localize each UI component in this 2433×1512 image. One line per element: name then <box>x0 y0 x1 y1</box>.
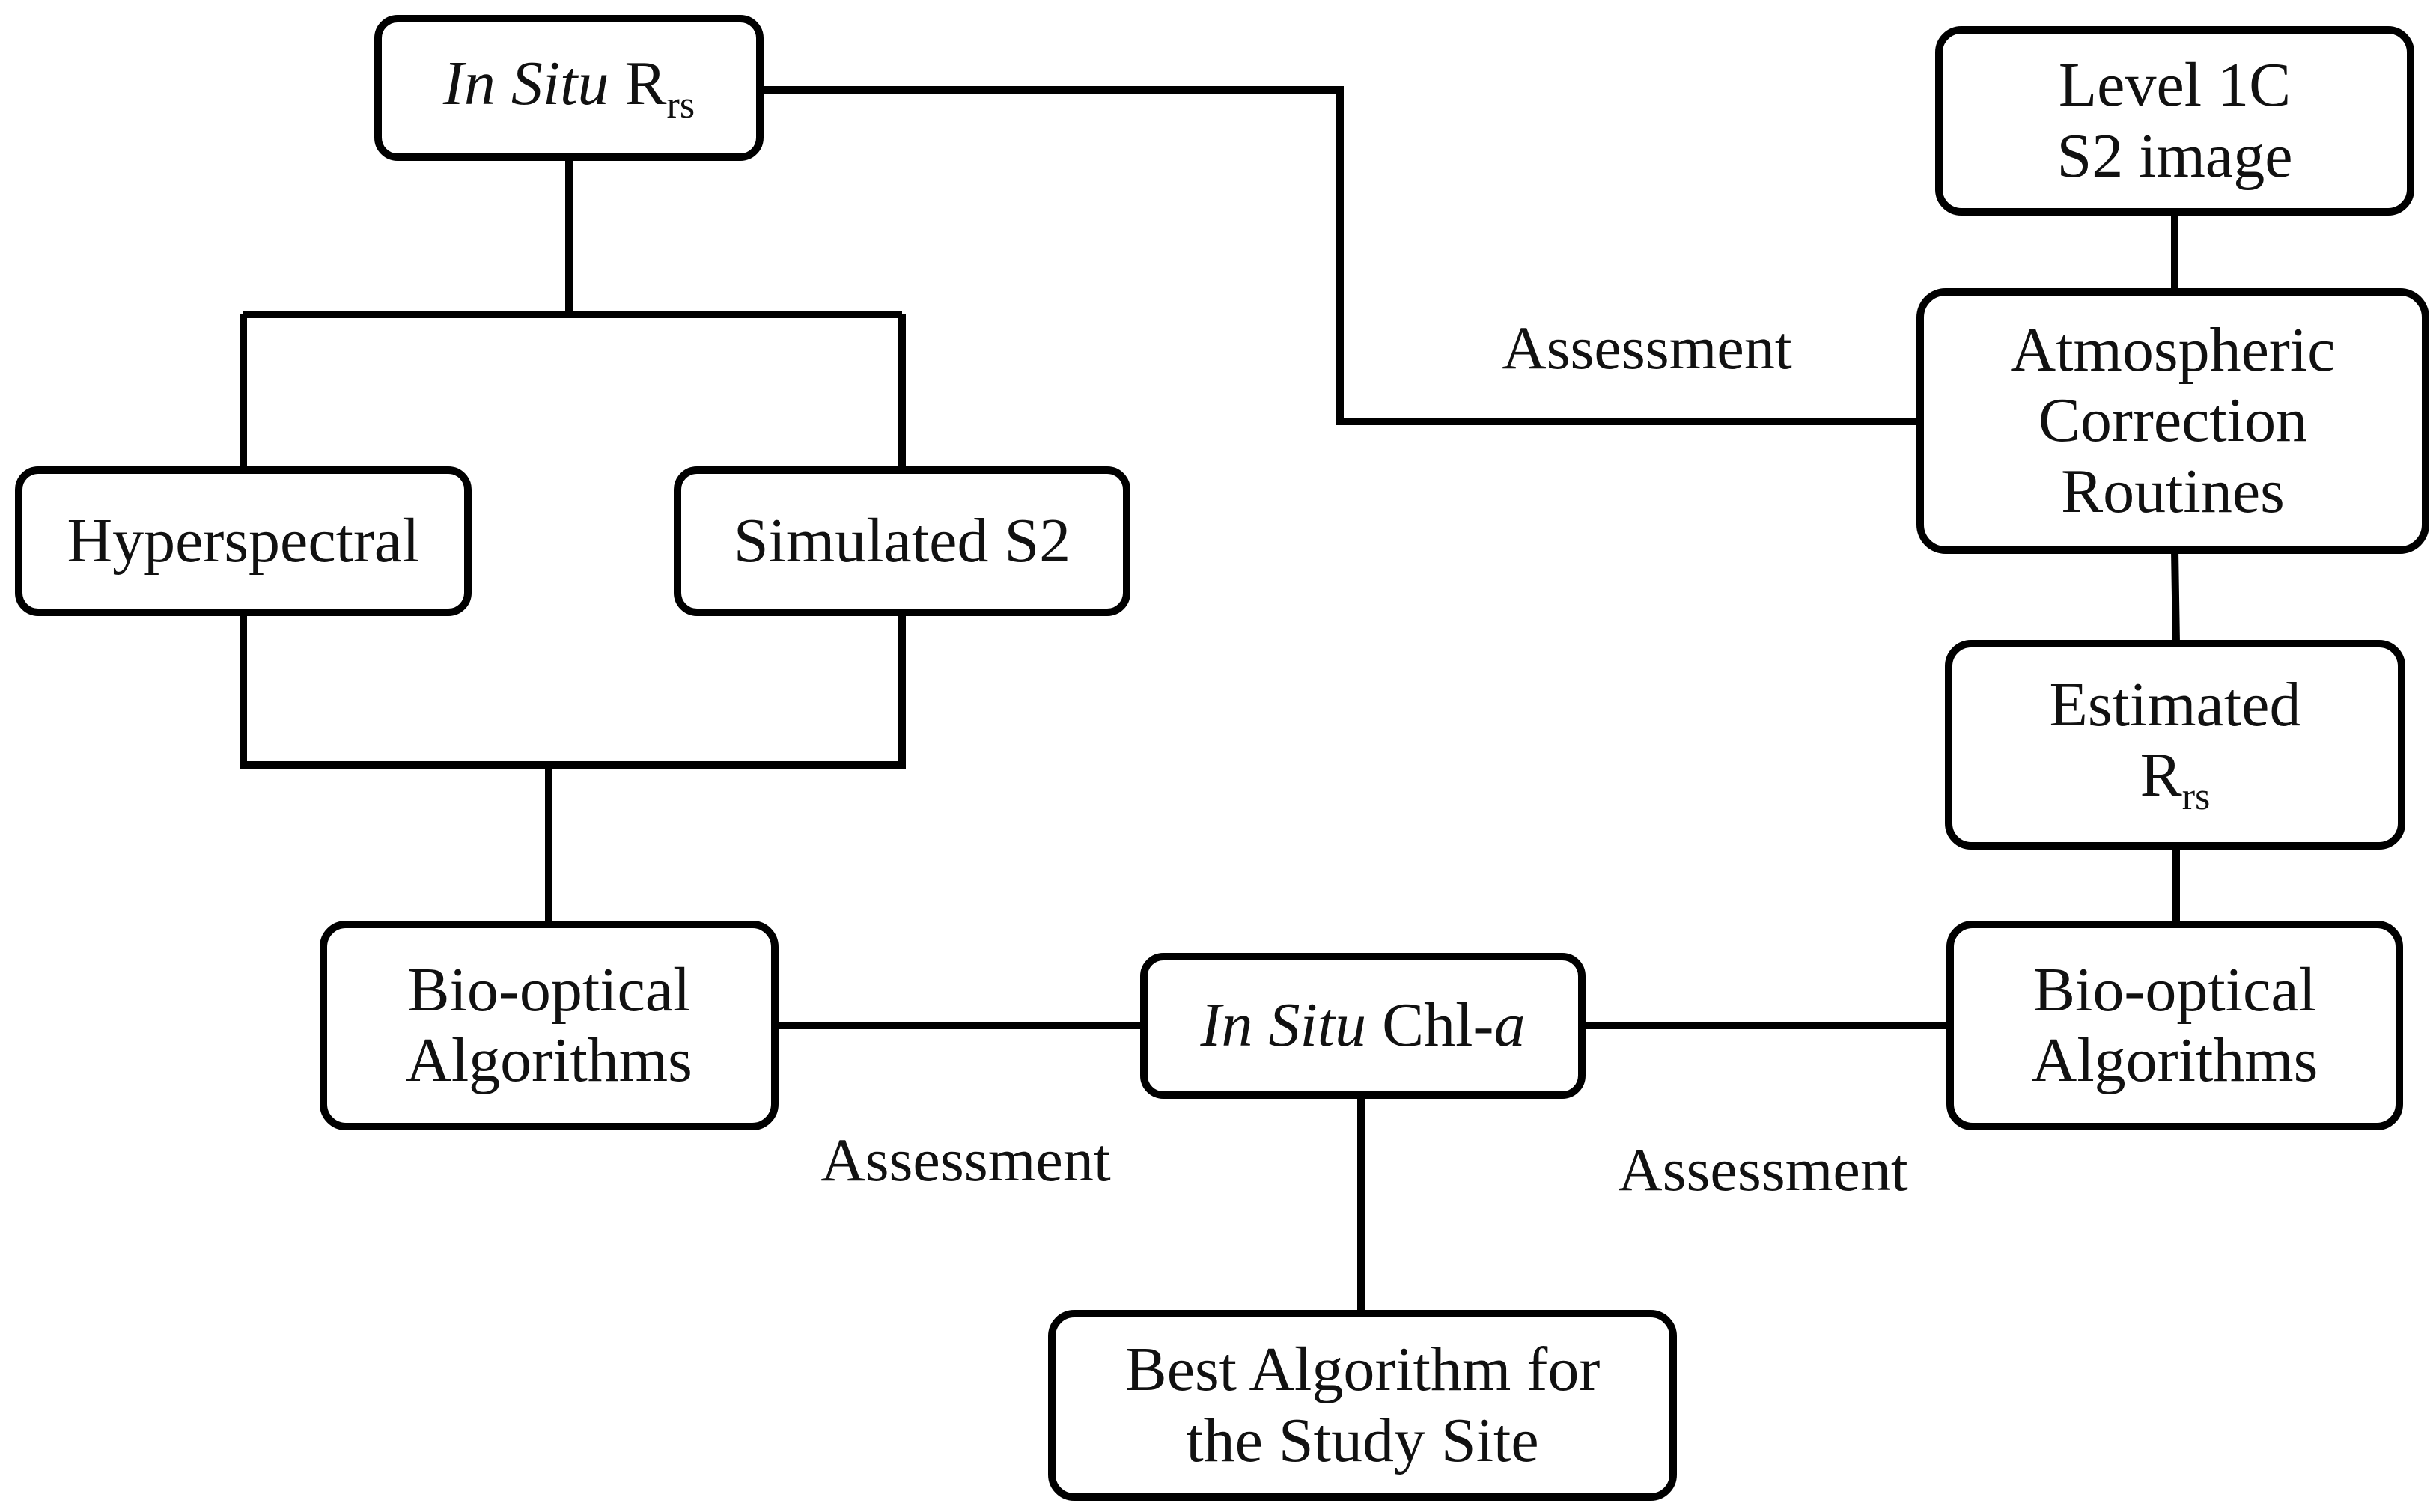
chl-suffix-italic: a <box>1493 990 1526 1061</box>
estimated-line1: Estimated <box>2049 670 2301 740</box>
node-simulated-s2-label: Simulated S2 <box>677 470 1127 612</box>
level1c-line2: S2 image <box>2056 121 2293 191</box>
node-best-algorithm-label: Best Algorithm for the Study Site <box>1052 1314 1673 1497</box>
node-atmospheric-label: Atmospheric Correction Routines <box>1920 292 2426 550</box>
connector-insitu-rrs-to-atmospheric <box>756 86 1920 425</box>
box-insitu-chl <box>1140 953 1586 1099</box>
chl-main: Chl- <box>1382 990 1494 1061</box>
atmospheric-line1: Atmospheric <box>2010 315 2336 385</box>
node-estimated-rrs-label: Estimated Rrs <box>1949 644 2402 846</box>
biooptical-right-line2: Algorithms <box>2031 1025 2318 1095</box>
insitu-italic: In Situ <box>442 48 609 118</box>
biooptical-right-line1: Bio-optical <box>2033 954 2316 1025</box>
box-hyperspectral <box>15 466 472 616</box>
atmospheric-line2: Correction <box>2038 385 2308 456</box>
simulated-s2-text: Simulated S2 <box>733 505 1071 576</box>
biooptical-left-line2: Algorithms <box>406 1025 692 1095</box>
connector-atmospheric-to-estimated <box>2171 549 2180 644</box>
box-estimated-rrs <box>1945 640 2405 850</box>
chl-insitu-italic: In Situ <box>1200 990 1367 1061</box>
connector-insitu-rrs-split <box>240 157 906 472</box>
edge-label-assessment-bottom-right: Assessment <box>1618 1135 1908 1204</box>
level1c-line1: Level 1C <box>2058 50 2292 121</box>
box-biooptical-right <box>1946 921 2403 1130</box>
box-biooptical-left <box>320 921 779 1130</box>
rrs-subscript: rs <box>666 83 695 126</box>
edge-label-assessment-top: Assessment <box>1502 314 1792 382</box>
best-algorithm-line2: the Study Site <box>1186 1405 1539 1475</box>
box-atmospheric <box>1916 288 2429 554</box>
box-best-algorithm <box>1048 1310 1677 1501</box>
node-biooptical-right-label: Bio-optical Algorithms <box>1950 924 2399 1127</box>
node-insitu-chl-label: In Situ Chl-a <box>1144 957 1582 1095</box>
node-level1c-label: Level 1C S2 image <box>1939 30 2411 212</box>
atmospheric-line3: Routines <box>2061 456 2285 526</box>
edge-label-assessment-bottom-left: Assessment <box>820 1126 1111 1195</box>
box-insitu-rrs <box>374 15 764 161</box>
rrs-main: R <box>624 48 667 118</box>
box-level1c <box>1935 26 2414 216</box>
estimated-rrs-subscript: rs <box>2181 775 2211 819</box>
node-insitu-rrs-label: In Situ Rrs <box>378 19 760 157</box>
connector-hyper-simulated-merge <box>240 606 906 924</box>
node-hyperspectral-label: Hyperspectral <box>19 470 468 612</box>
hyperspectral-text: Hyperspectral <box>67 505 420 576</box>
node-biooptical-left-label: Bio-optical Algorithms <box>323 924 775 1127</box>
best-algorithm-line1: Best Algorithm for <box>1124 1335 1601 1405</box>
biooptical-left-line1: Bio-optical <box>407 954 691 1025</box>
estimated-rrs-main: R <box>2140 740 2182 811</box>
box-simulated-s2 <box>674 466 1130 616</box>
